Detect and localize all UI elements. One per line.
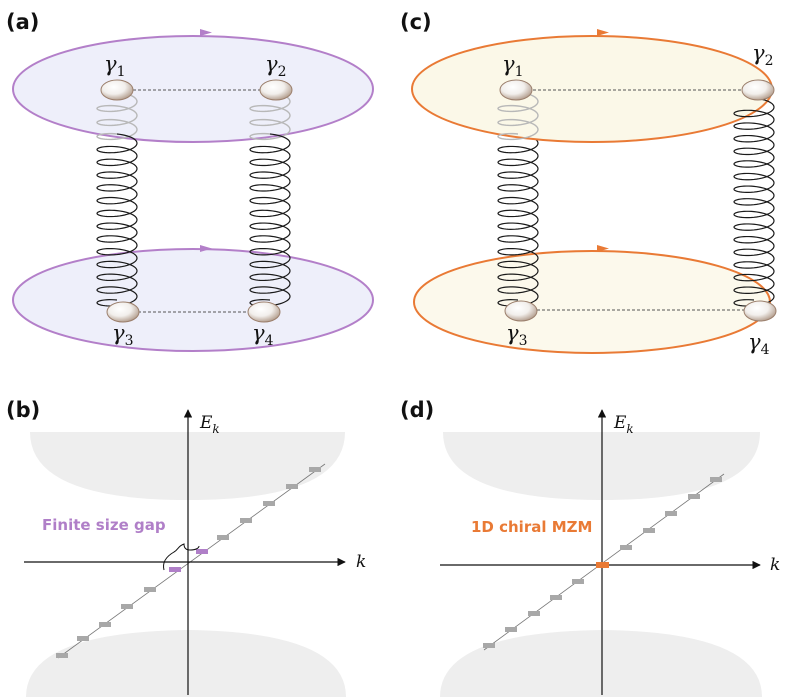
gamma-3-label: γ3 (112, 321, 133, 349)
mzm-sphere (743, 300, 777, 322)
mzm-sphere (247, 301, 281, 323)
gamma-1-label: γ1 (502, 52, 523, 80)
energy-level (240, 518, 252, 523)
bottom-disk-a (12, 248, 374, 352)
mzm-sphere (741, 79, 775, 101)
direction-arrow-icon (597, 29, 609, 36)
panel-b-label: (b) (6, 398, 40, 422)
gamma-4-label: γ4 (748, 330, 770, 358)
mzm-sphere (504, 300, 538, 322)
energy-level (710, 477, 722, 482)
gamma-3-label: γ3 (506, 321, 527, 349)
panel-a-label: (a) (6, 10, 39, 34)
gap-brace (163, 543, 200, 571)
gap-level (169, 567, 181, 572)
top-disk-a (12, 35, 374, 143)
direction-arrow-icon (200, 245, 212, 252)
direction-arrow-icon (597, 245, 609, 252)
mzm-sphere (259, 79, 293, 101)
energy-level (665, 511, 677, 516)
x-axis-label: k (770, 555, 780, 575)
spring-faded (249, 91, 291, 141)
mzm-sphere (499, 79, 533, 101)
energy-level (643, 528, 655, 533)
bottom-disk-c (413, 250, 771, 354)
y-axis-label: Ek (199, 413, 220, 436)
top-disk-c (411, 35, 773, 143)
energy-level (688, 494, 700, 499)
energy-level (309, 467, 321, 472)
energy-level (144, 587, 156, 592)
energy-level (528, 611, 540, 616)
energy-level (263, 501, 275, 506)
panel-b: (b) Ek k Finite size gap (6, 398, 366, 697)
energy-level (56, 653, 68, 658)
lower-bulk-band (440, 630, 762, 697)
spring (249, 133, 291, 307)
energy-level (505, 627, 517, 632)
chiral-mzm-label: 1D chiral MZM (471, 518, 592, 536)
panel-c: (c) γ1 γ2 γ3 γ4 (400, 10, 777, 358)
zero-mode-level (596, 562, 609, 568)
gamma-2-label: γ2 (265, 52, 286, 80)
spring (96, 133, 138, 307)
lower-bulk-band (26, 630, 346, 697)
gamma-1-label: γ1 (104, 52, 125, 80)
energy-level (77, 636, 89, 641)
spring (497, 133, 539, 307)
panel-d: (d) Ek k 1D chiral MZM (400, 398, 780, 697)
energy-level (550, 595, 562, 600)
gap-level (196, 549, 208, 554)
gamma-4-label: γ4 (252, 321, 274, 349)
energy-level (286, 484, 298, 489)
spring-faded (96, 91, 138, 141)
x-axis-label: k (356, 552, 366, 572)
panel-d-label: (d) (400, 398, 434, 422)
energy-level (620, 545, 632, 550)
energy-level (217, 535, 229, 540)
gamma-2-label: γ2 (752, 41, 773, 69)
panel-c-label: (c) (400, 10, 432, 34)
energy-level (483, 643, 495, 648)
energy-levels (483, 477, 722, 648)
panel-a: (a) γ1 γ2 γ3 γ4 (6, 10, 374, 352)
mzm-sphere (100, 79, 134, 101)
energy-level (121, 604, 133, 609)
energy-levels (56, 467, 321, 658)
energy-level (572, 579, 584, 584)
finite-size-gap-label: Finite size gap (42, 516, 166, 534)
spring (733, 97, 775, 307)
energy-level (99, 622, 111, 627)
direction-arrow-icon (200, 29, 212, 36)
y-axis-label: Ek (613, 413, 634, 436)
spring-faded (497, 91, 539, 141)
mzm-sphere (106, 301, 140, 323)
